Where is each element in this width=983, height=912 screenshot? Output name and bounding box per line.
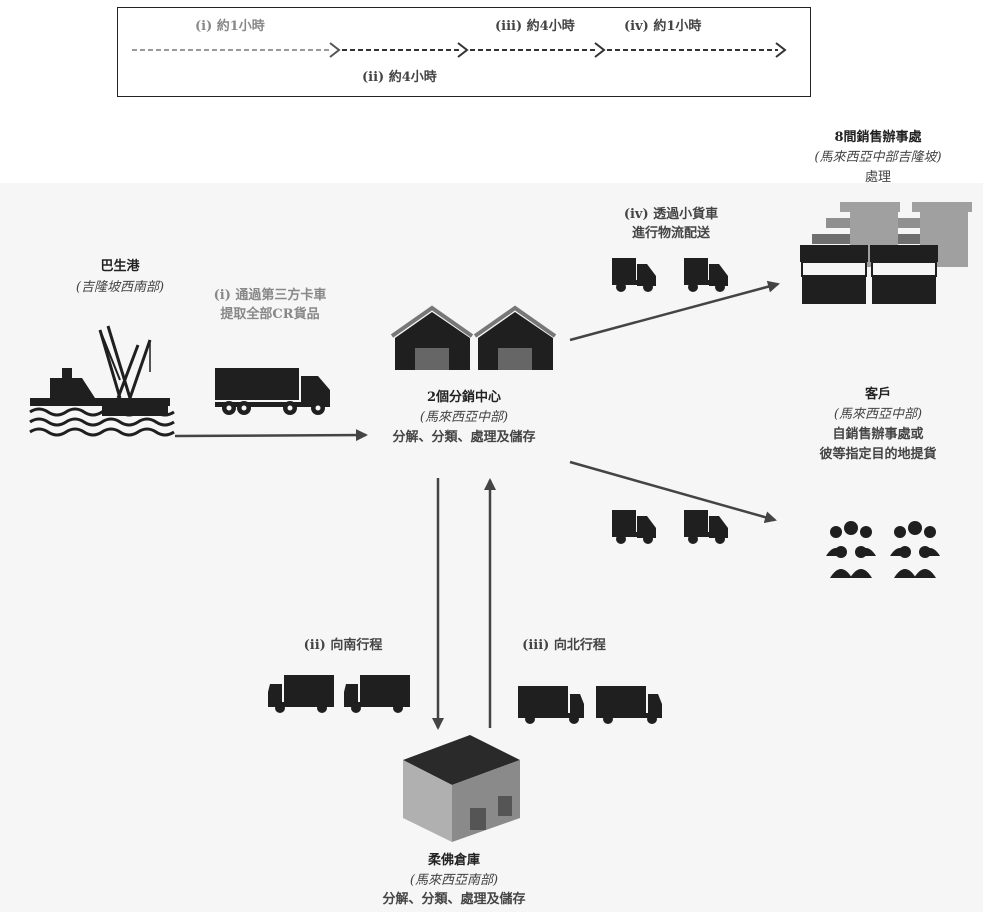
legend-chevron-ii [457,42,469,58]
route-ii-label: (ii) 向南行程 [303,638,383,653]
legend-step-i: (i) 約1小時 [195,19,265,34]
route-iii-label: (iii) 向北行程 [522,638,606,653]
johor-warehouse-location: (馬來西亞南部) [409,873,499,888]
arrow-port-to-dc [174,429,368,442]
legend-chevron-i [329,42,341,58]
store-icon [800,202,972,304]
customers-line1: 自銷售辦事處或 [832,427,924,442]
johor-warehouse-function: 分解、分類、處理及儲存 [382,892,526,907]
port-title: 巴生港 [100,259,140,274]
port-icon [29,325,175,437]
route-i-label-line1: (i) 通過第三方卡車 [213,288,327,303]
johor-warehouse-title: 柔佛倉庫 [427,853,480,868]
arrow-dc-to-customers [569,460,777,524]
van-icon [684,258,728,292]
distribution-centers-function: 分解、分類、處理及儲存 [392,430,536,445]
truck-large-icon [215,368,330,415]
van-icon [684,510,728,544]
truck-southbound-icon [268,675,410,713]
johor-warehouse-icon [403,735,520,842]
legend-chevron-iv [775,42,787,58]
route-iv-label-line2: 進行物流配送 [631,226,710,241]
sales-offices-title: 8間銷售辦事處 [834,130,922,145]
port-location: (吉隆坡西南部) [75,280,165,295]
legend-step-iii: (iii) 約4小時 [495,19,575,34]
customers-location: (馬來西亞中部) [833,407,923,422]
sales-offices-location: (馬來西亞中部吉隆坡) [814,150,942,165]
van-icon [612,510,656,544]
customers-title: 客戶 [864,387,891,402]
route-iv-label-line1: (iv) 透過小貨車 [623,207,719,222]
truck-northbound-icon [518,686,662,724]
legend-step-ii: (ii) 約4小時 [362,70,437,85]
customers-line2: 彼等指定目的地提貨 [819,447,937,462]
legend-step-iv: (iv) 約1小時 [624,19,702,34]
arrow-dc-to-offices [569,280,780,342]
legend-chevron-iii [594,42,606,58]
van-icon [612,258,656,292]
distribution-centers-title: 2個分銷中心 [426,390,502,405]
route-i-label-line2: 提取全部CR貨品 [220,307,320,322]
distribution-centers-location: (馬來西亞中部) [419,410,509,425]
warehouse-icon [390,305,557,370]
customers-icon [826,521,940,578]
sales-offices-function: 處理 [864,170,891,185]
